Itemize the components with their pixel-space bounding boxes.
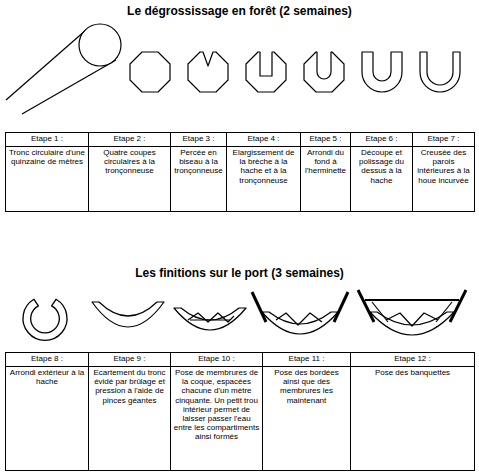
step-description: Elargissement de la brèche à la hache et… bbox=[229, 148, 298, 185]
step-header-cell: Etape 1 : bbox=[5, 132, 89, 147]
step-header-cell: Etape 10 : bbox=[170, 352, 263, 367]
step-description: Creusée des parois intérieures à la houe… bbox=[415, 148, 472, 185]
planked-hull bbox=[252, 292, 348, 334]
step-description: Pose des bordées ainsi que des membrures… bbox=[265, 368, 348, 405]
step-description-cell: Découpe et polissage du dessus à la hach… bbox=[350, 146, 413, 212]
step-header-cell: Etape 3 : bbox=[170, 132, 227, 147]
section-title: Le dégrossissage en forêt (2 semaines) bbox=[0, 4, 479, 18]
step-header: Etape 8 : bbox=[8, 354, 86, 363]
ribbed-hull bbox=[174, 308, 246, 330]
step-header-cell: Etape 12 : bbox=[350, 352, 475, 367]
step-header: Etape 11 : bbox=[265, 354, 348, 363]
octagon-section bbox=[130, 52, 170, 92]
hollow-u-section bbox=[420, 52, 460, 92]
step-description: Découpe et polissage du dessus à la hach… bbox=[353, 148, 410, 185]
rounded-slot-section bbox=[304, 52, 344, 92]
step-header: Etape 10 : bbox=[173, 354, 260, 363]
step-description-cell: Tronc circulaire d'une quinzaine de mètr… bbox=[5, 146, 89, 212]
log-drawing bbox=[6, 24, 121, 114]
step-header-cell: Etape 9 : bbox=[88, 352, 171, 367]
step-header-cell: Etape 4 : bbox=[226, 132, 301, 147]
step-description: Quatre coupes circulaires à la tronçonne… bbox=[91, 148, 168, 176]
step-header: Etape 4 : bbox=[229, 134, 298, 143]
step-header-cell: Etape 11 : bbox=[262, 352, 351, 367]
opened-hull bbox=[92, 302, 164, 327]
step-description-cell: Pose de membrures de la coque, espacées … bbox=[170, 366, 263, 471]
step-header-cell: Etape 7 : bbox=[412, 132, 475, 147]
step-header-cell: Etape 6 : bbox=[350, 132, 413, 147]
step-header: Etape 9 : bbox=[91, 354, 168, 363]
step-description-cell: Percée en biseau à la tronçonneuse bbox=[170, 146, 227, 212]
step-description: Ecartement du tronc évidé par brûlage et… bbox=[91, 368, 168, 405]
step-header: Etape 2 : bbox=[91, 134, 168, 143]
step-header-cell: Etape 8 : bbox=[5, 352, 89, 367]
step-description-cell: Arrondi du fond à l'herminette bbox=[300, 146, 351, 212]
step-header-cell: Etape 5 : bbox=[300, 132, 351, 147]
slot-section bbox=[246, 52, 286, 92]
benched-hull bbox=[358, 290, 466, 335]
step-description-cell: Creusée des parois intérieures à la houe… bbox=[412, 146, 475, 212]
section-title: Les finitions sur le port (3 semaines) bbox=[0, 266, 479, 280]
step-description-cell: Arrondi extérieur à la hache bbox=[5, 366, 89, 471]
step-description: Percée en biseau à la tronçonneuse bbox=[173, 148, 224, 176]
step-description-cell: Pose des bordées ainsi que des membrures… bbox=[262, 366, 351, 471]
step-description-cell: Ecartement du tronc évidé par brûlage et… bbox=[88, 366, 171, 471]
step-header: Etape 5 : bbox=[303, 134, 348, 143]
step-description: Arrondi extérieur à la hache bbox=[8, 368, 86, 386]
step-header: Etape 7 : bbox=[415, 134, 472, 143]
u-section bbox=[362, 52, 402, 92]
step-description-cell: Quatre coupes circulaires à la tronçonne… bbox=[88, 146, 171, 212]
step-header: Etape 3 : bbox=[173, 134, 224, 143]
step-description: Pose des banquettes bbox=[353, 368, 472, 377]
step-description-cell: Pose des banquettes bbox=[350, 366, 475, 471]
step-description: Tronc circulaire d'une quinzaine de mètr… bbox=[8, 148, 86, 166]
step-header: Etape 1 : bbox=[8, 134, 86, 143]
horseshoe-section bbox=[23, 299, 67, 340]
step-description: Arrondi du fond à l'herminette bbox=[303, 148, 348, 176]
step-header: Etape 6 : bbox=[353, 134, 410, 143]
step-description-cell: Elargissement de la brèche à la hache et… bbox=[226, 146, 301, 212]
step-description: Pose de membrures de la coque, espacées … bbox=[173, 368, 260, 442]
step-header: Etape 12 : bbox=[353, 354, 472, 363]
step-header-cell: Etape 2 : bbox=[88, 132, 171, 147]
notched-section bbox=[188, 52, 228, 92]
